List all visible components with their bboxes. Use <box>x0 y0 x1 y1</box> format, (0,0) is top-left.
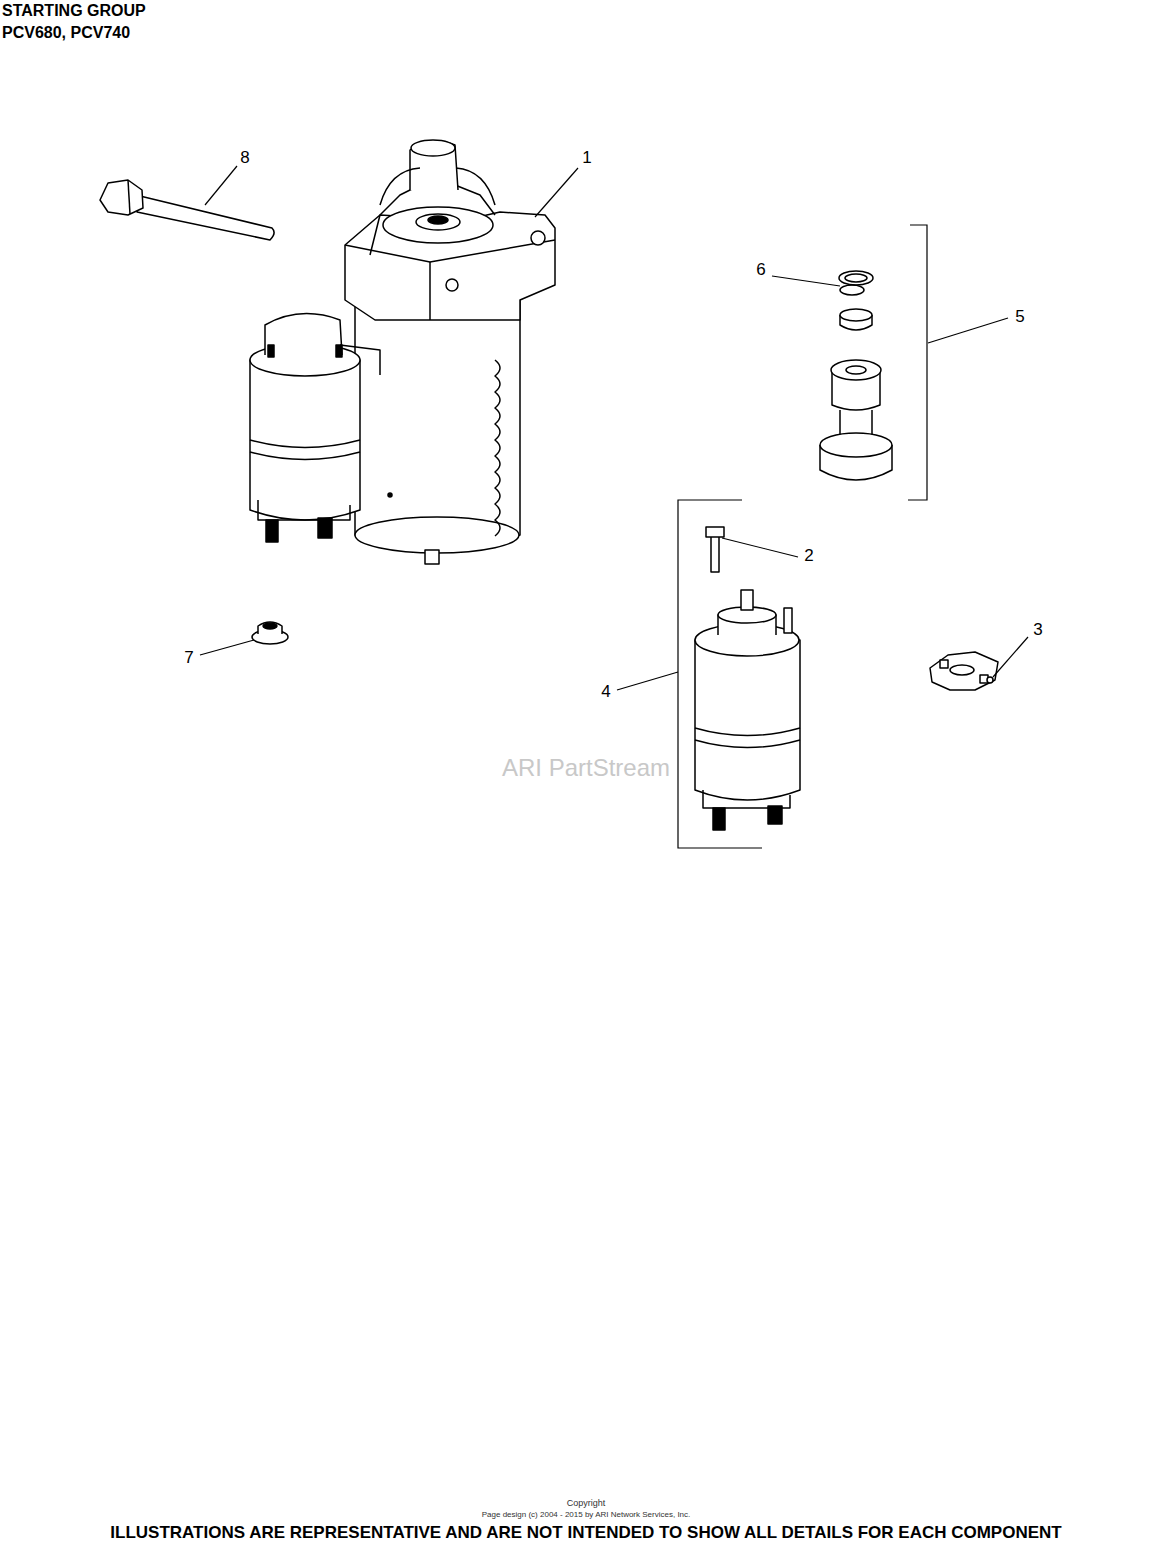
page-title: STARTING GROUP <box>2 2 146 20</box>
solenoid <box>695 590 800 830</box>
drive-kit <box>820 271 892 480</box>
callout-number: 6 <box>756 261 765 280</box>
copyright-note: Copyright <box>567 1499 606 1509</box>
copyright-note: Page design (c) 2004 - 2015 by ARI Netwo… <box>482 1511 691 1520</box>
leader-lines <box>200 166 1028 848</box>
mounted-solenoid <box>250 314 380 542</box>
starter-motor <box>345 140 555 564</box>
model-list: PCV680, PCV740 <box>2 24 130 42</box>
callout-number: 5 <box>1015 308 1024 327</box>
callout-number: 2 <box>804 547 813 566</box>
callout-number: 1 <box>582 149 591 168</box>
callout-number: 8 <box>240 149 249 168</box>
callout-number: 7 <box>184 649 193 668</box>
brush-holder <box>930 652 998 690</box>
callout-number: 4 <box>601 683 610 702</box>
disclaimer-caption: ILLUSTRATIONS ARE REPRESENTATIVE AND ARE… <box>110 1524 1061 1543</box>
callout-number: 3 <box>1033 621 1042 640</box>
through-bolt <box>100 180 274 240</box>
solenoid-bolt <box>706 527 724 572</box>
flange-nut <box>252 622 288 644</box>
watermark: ARI PartStream <box>502 755 670 781</box>
